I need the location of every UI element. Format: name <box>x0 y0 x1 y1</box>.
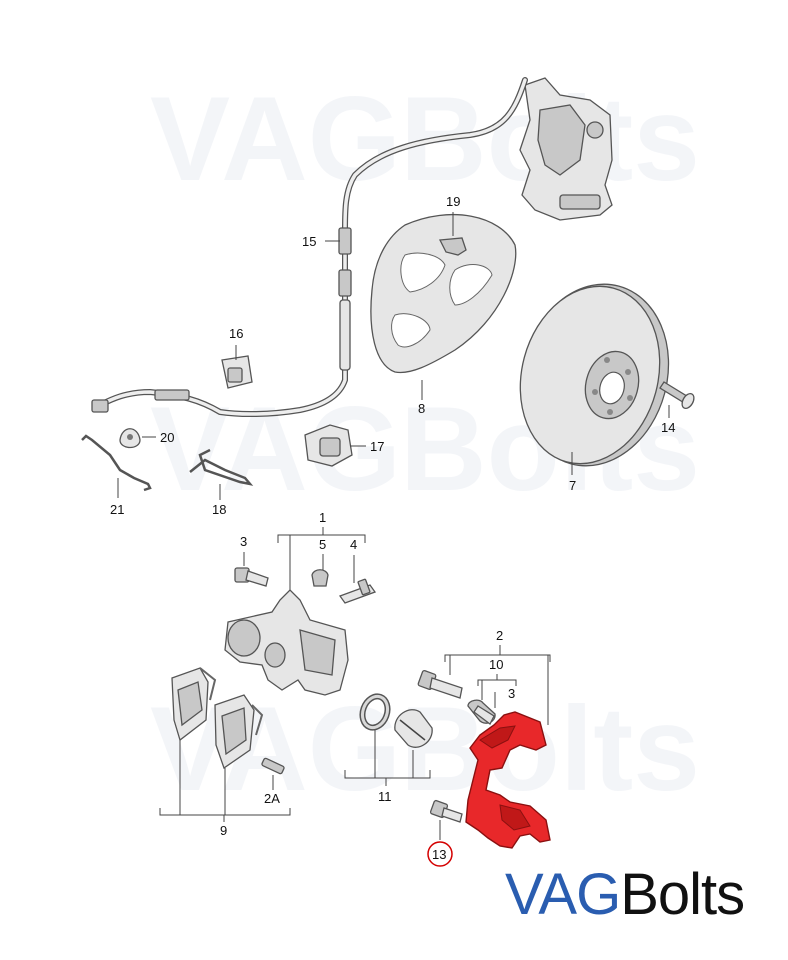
callout-4: 4 <box>350 537 357 552</box>
bleeder-cap <box>311 569 329 587</box>
callout-13: 13 <box>432 847 446 862</box>
carrier-bolt <box>429 799 463 823</box>
disc-screw <box>659 381 695 410</box>
holder <box>304 424 353 467</box>
bleeder-valve <box>338 578 377 604</box>
brake-pads <box>171 667 264 770</box>
brake-hose <box>91 77 528 418</box>
callout-8: 8 <box>418 401 425 416</box>
callout-5: 5 <box>319 537 326 552</box>
retaining-clip <box>189 448 254 486</box>
callout-7: 7 <box>569 478 576 493</box>
caliper-bolt <box>234 567 269 587</box>
callout-9: 9 <box>220 823 227 838</box>
brand-logo-part1: VAG <box>505 862 621 927</box>
caliper-top <box>519 77 613 221</box>
callout-15: 15 <box>302 234 316 249</box>
wear-clip <box>261 757 285 775</box>
callout-18: 18 <box>212 502 226 517</box>
seal-kit <box>359 693 433 748</box>
clip <box>438 237 467 256</box>
callout-19: 19 <box>446 194 460 209</box>
callout-14: 14 <box>661 420 675 435</box>
callout-2: 2 <box>496 628 503 643</box>
splash-shield <box>370 213 517 374</box>
brake-carrier-highlighted <box>465 711 551 849</box>
callout-21: 21 <box>110 502 124 517</box>
callout-3-sleeve: 3 <box>508 686 515 701</box>
callout-3-caliper: 3 <box>240 534 247 549</box>
brand-logo-part2: Bolts <box>620 862 745 927</box>
grommet <box>119 428 141 449</box>
guide-sleeve <box>467 699 496 725</box>
callout-2a: 2A <box>264 791 280 806</box>
callout-1: 1 <box>319 510 326 525</box>
callout-10: 10 <box>489 657 503 672</box>
spring-clip <box>81 434 152 492</box>
callout-17: 17 <box>370 439 384 454</box>
callout-20: 20 <box>160 430 174 445</box>
callout-13-circle <box>427 841 453 867</box>
callout-11: 11 <box>378 789 392 804</box>
bracket <box>221 355 253 389</box>
callout-16: 16 <box>229 326 243 341</box>
brand-logo: VAGBolts <box>505 866 745 924</box>
watermark-text-1: VAG <box>150 72 401 206</box>
callout-labels: 15 19 16 20 17 8 7 14 21 18 1 3 5 4 2 10… <box>110 194 675 867</box>
leader-lines <box>117 212 670 840</box>
watermark-text-6: Bolts <box>400 682 700 816</box>
caliper <box>224 589 349 696</box>
guide-bolt <box>417 670 463 699</box>
watermark-text-3: VAG <box>150 382 401 516</box>
brake-disc <box>519 283 670 467</box>
